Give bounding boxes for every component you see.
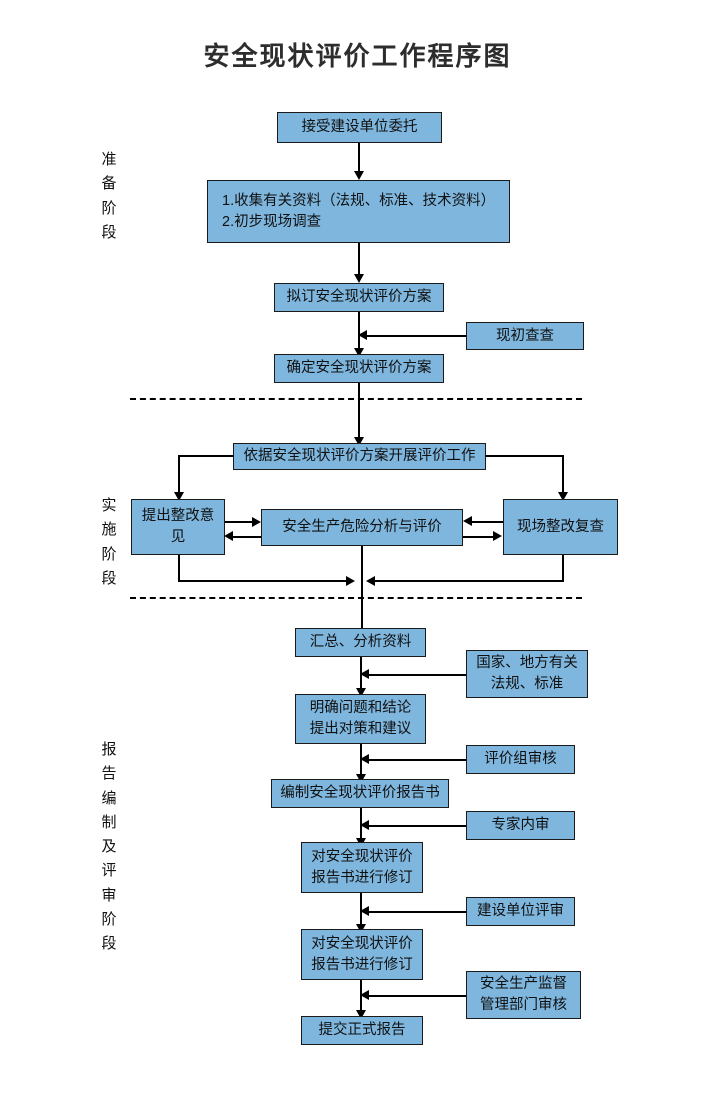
connector-hazard-down (361, 546, 363, 582)
connector-hazard-to-onsite (463, 536, 495, 538)
node-collect-data[interactable]: 1.收集有关资料（法规、标准、技术资料） 2.初步现场调查 (207, 180, 510, 243)
connector-hazard-to-rectification (232, 536, 261, 538)
node-revise-report-2[interactable]: 对安全现状评价 报告书进行修订 (301, 929, 423, 980)
node-revise-report-1[interactable]: 对安全现状评价 报告书进行修订 (301, 842, 423, 893)
arrowhead-revise1-side (360, 819, 369, 830)
node-draft-plan[interactable]: 拟订安全现状评价方案 (274, 283, 444, 312)
connector-revise2-to-submit (360, 980, 362, 1012)
stage-char: 准 (101, 151, 117, 168)
stage-char: 段 (101, 569, 117, 587)
arrowhead-merge-from-left (346, 575, 355, 586)
connector-review-group-to-compile (369, 759, 466, 761)
connector-evaluation-left-branch (178, 455, 234, 457)
connector-clarify-to-compile (360, 744, 362, 776)
node-summarize-analyze[interactable]: 汇总、分析资料 (295, 628, 426, 657)
connector-survey-to-confirm (367, 335, 466, 337)
stage-char: 阶 (101, 911, 117, 929)
node-submit-final-report[interactable]: 提交正式报告 (301, 1016, 423, 1045)
stage-char: 审 (101, 886, 117, 904)
stage-char: 备 (101, 175, 117, 193)
node-rectification-opinion[interactable]: 提出整改意见 (131, 499, 225, 555)
stage-label-implementation: 实 施 阶 段 (96, 494, 122, 591)
arrowhead-confirm-plan (353, 348, 364, 357)
stage-char: 实 (101, 497, 117, 514)
connector-regs-to-clarify (369, 674, 466, 676)
arrowhead-onsite-from-left (493, 530, 502, 541)
connector-evaluation-right-down (562, 455, 564, 494)
stage-label-preparation: 准 备 阶 段 (96, 148, 122, 245)
connector-rectification-down (178, 555, 180, 581)
connector-onsite-to-hazard (471, 521, 503, 523)
connector-owner-to-revise2 (369, 911, 466, 913)
connector-draft-to-confirm (358, 312, 360, 350)
node-confirm-plan[interactable]: 确定安全现状评价方案 (274, 354, 444, 383)
stage-char: 告 (101, 765, 117, 783)
connector-onsite-down (562, 555, 564, 581)
stage-char: 制 (101, 813, 117, 831)
node-safety-bureau-review[interactable]: 安全生产监督 管理部门审核 (466, 971, 581, 1019)
stage-char: 及 (101, 838, 117, 856)
stage-char: 阶 (101, 545, 117, 563)
connector-onsite-merge (374, 580, 564, 582)
node-clarify-conclusions[interactable]: 明确问题和结论 提出对策和建议 (295, 694, 426, 744)
arrowhead-submit-final-report (355, 1010, 366, 1019)
arrowhead-rectification-opinion (173, 492, 184, 501)
arrowhead-merge-from-right (366, 575, 375, 586)
arrowhead-revise2-side (360, 905, 369, 916)
arrowhead-compile-side (360, 753, 369, 764)
arrowhead-hazard-from-right (463, 515, 472, 526)
connector-merge-to-summarize (361, 580, 363, 634)
arrowhead-clarify-conclusions (355, 688, 366, 697)
connector-bureau-to-submit (369, 995, 466, 997)
stage-char: 段 (101, 223, 117, 241)
stage-char: 施 (101, 521, 117, 539)
divider-preparation-implementation (130, 398, 582, 400)
node-expert-internal-review[interactable]: 专家内审 (466, 811, 575, 840)
connector-rectification-to-hazard (225, 521, 254, 523)
node-owner-review[interactable]: 建设单位评审 (466, 897, 575, 926)
connector-expert-to-revise1 (369, 825, 466, 827)
arrowhead-submit-side (360, 989, 369, 1000)
arrowhead-collect (353, 171, 364, 180)
connector-revise1-to-revise2 (360, 893, 362, 926)
node-review-group-audit[interactable]: 评价组审核 (466, 745, 575, 774)
connector-accept-to-collect (358, 143, 360, 172)
arrowhead-draft-plan (353, 274, 364, 283)
node-carry-out-evaluation[interactable]: 依据安全现状评价方案开展评价工作 (233, 443, 486, 470)
arrowhead-onsite-recheck (557, 492, 568, 501)
node-onsite-recheck[interactable]: 现场整改复查 (503, 499, 618, 555)
stage-label-reporting: 报 告 编 制 及 评 审 阶 段 (96, 738, 122, 957)
node-preliminary-survey[interactable]: 现初查查 (466, 322, 584, 350)
stage-char: 评 (101, 862, 117, 880)
connector-evaluation-right-branch (485, 455, 564, 457)
node-hazard-analysis[interactable]: 安全生产危险分析与评价 (261, 509, 463, 546)
arrowhead-rectification-from-right (224, 530, 233, 541)
stage-char: 编 (101, 789, 117, 807)
page-title: 安全现状评价工作程序图 (203, 41, 512, 71)
node-accept-commission[interactable]: 接受建设单位委托 (277, 112, 442, 143)
connector-rectification-merge (178, 580, 348, 582)
divider-implementation-reporting (130, 597, 582, 599)
connector-collect-to-draft (358, 243, 360, 275)
arrowhead-confirm-plan-side (358, 329, 367, 340)
stage-char: 报 (101, 741, 117, 758)
stage-char: 段 (101, 935, 117, 953)
arrowhead-revise-report-2 (355, 924, 366, 933)
connector-compile-to-revise1 (360, 808, 362, 840)
connector-confirm-to-evaluation (358, 383, 360, 439)
arrowhead-compile-report (355, 774, 366, 783)
node-national-local-regs[interactable]: 国家、地方有关 法规、标准 (466, 650, 588, 698)
stage-char: 阶 (101, 199, 117, 217)
connector-summarize-to-clarify (360, 657, 362, 691)
arrowhead-hazard-from-left (252, 516, 261, 527)
arrowhead-carry-out-evaluation (353, 437, 364, 446)
node-compile-report[interactable]: 编制安全现状评价报告书 (271, 779, 449, 808)
connector-evaluation-left-down (178, 455, 180, 494)
arrowhead-clarify-side (360, 668, 369, 679)
